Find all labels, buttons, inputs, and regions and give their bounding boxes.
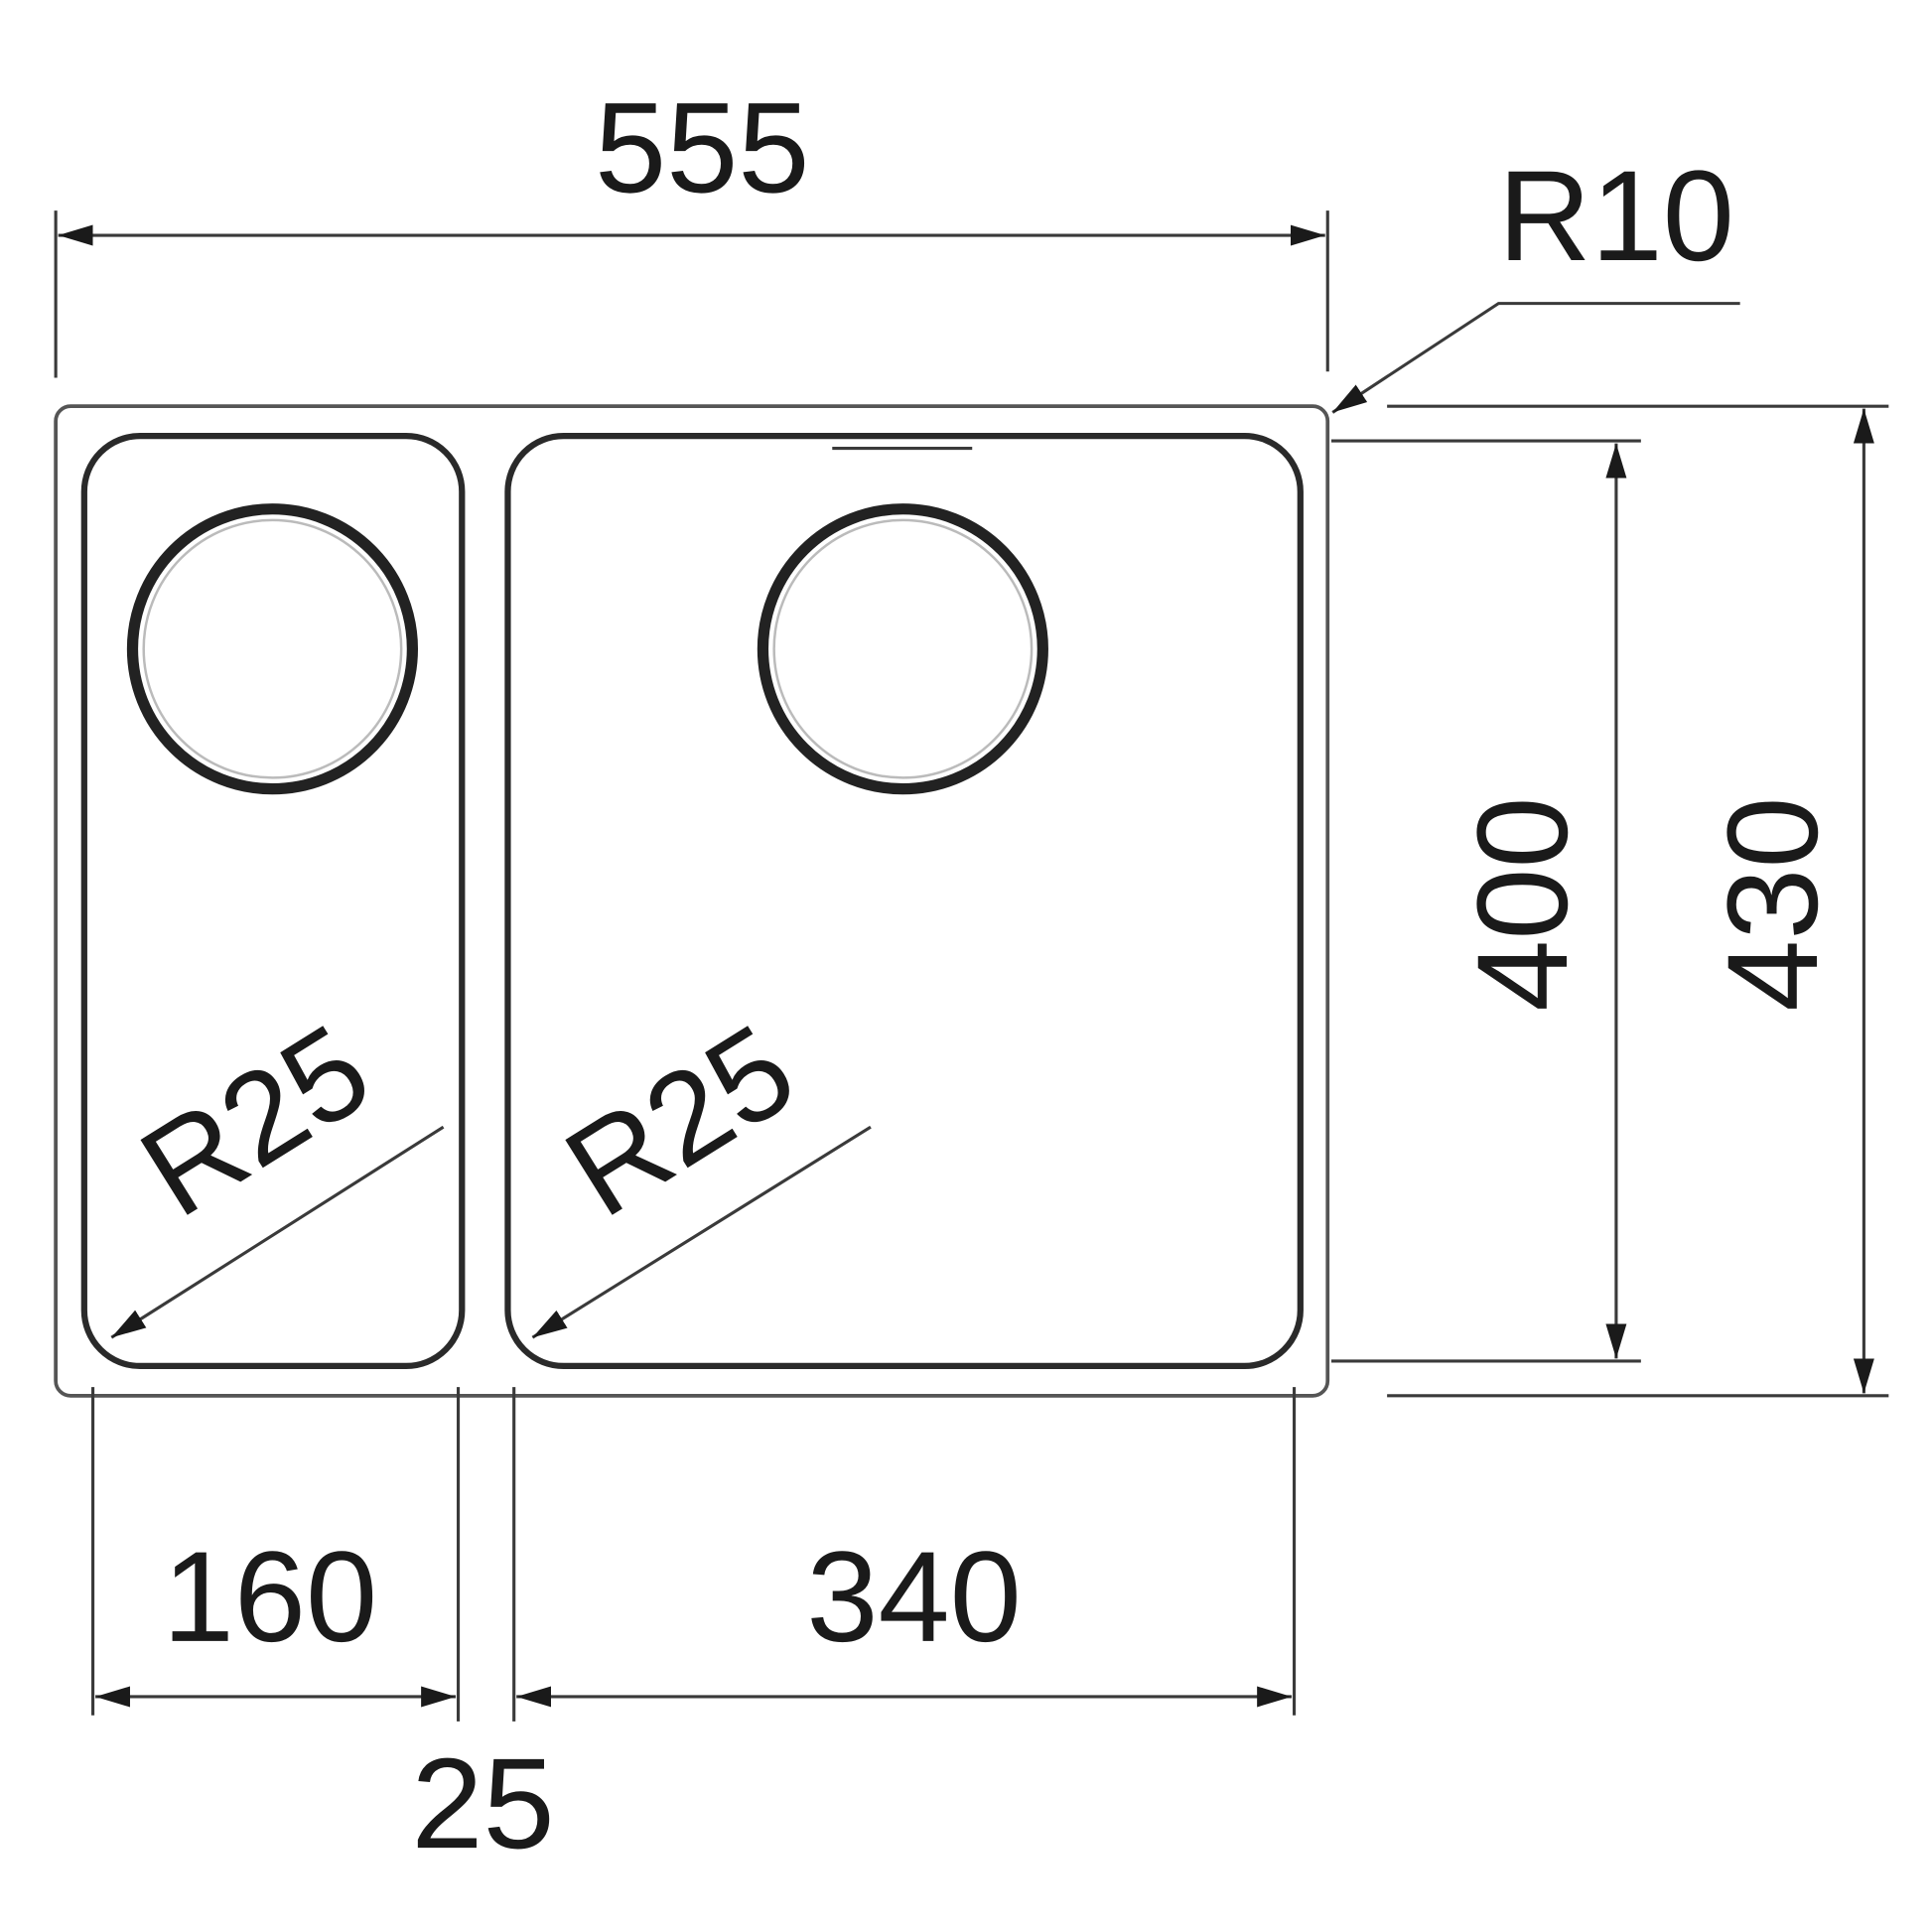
right-bowl [504,432,1304,1370]
sink-outer-outline [54,404,1330,1398]
radius-label-r25-right: R25 [542,998,818,1244]
right-drain-inner [772,518,1034,779]
left-drain-inner [142,518,403,779]
right-drain [757,503,1048,795]
dimension-label-160: 160 [163,1526,377,1669]
radius-label-r25-left: R25 [117,998,393,1244]
left-drain [126,503,419,795]
r10-leader [1331,302,1740,414]
r25-left-leader [110,1125,445,1339]
dimension-label-555: 555 [595,76,809,219]
radius-label-r10: R10 [1498,145,1734,288]
r25-right-leader [531,1125,872,1339]
dimension-label-340: 340 [806,1526,1021,1669]
dimension-label-400: 400 [1451,796,1594,1011]
dimension-label-25: 25 [411,1732,554,1875]
left-bowl [80,432,466,1370]
dimension-label-430: 430 [1702,796,1845,1011]
